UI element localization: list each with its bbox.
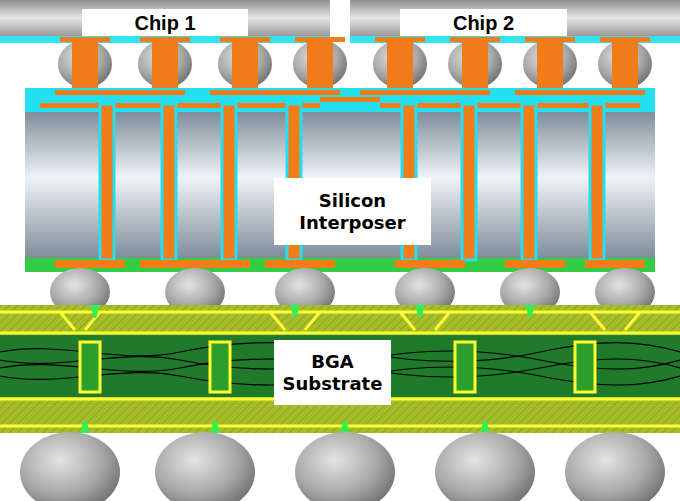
chip-label: Chip 2 <box>400 9 567 36</box>
label-text: Chip 2 <box>453 11 514 35</box>
label-text: Chip 1 <box>134 11 195 35</box>
label-text: Silicon Interposer <box>280 190 425 233</box>
substrate-label: BGA Substrate <box>274 340 391 405</box>
interposer-label: Silicon Interposer <box>274 178 431 245</box>
label-text: BGA Substrate <box>280 351 385 394</box>
chip-label: Chip 1 <box>82 9 248 36</box>
